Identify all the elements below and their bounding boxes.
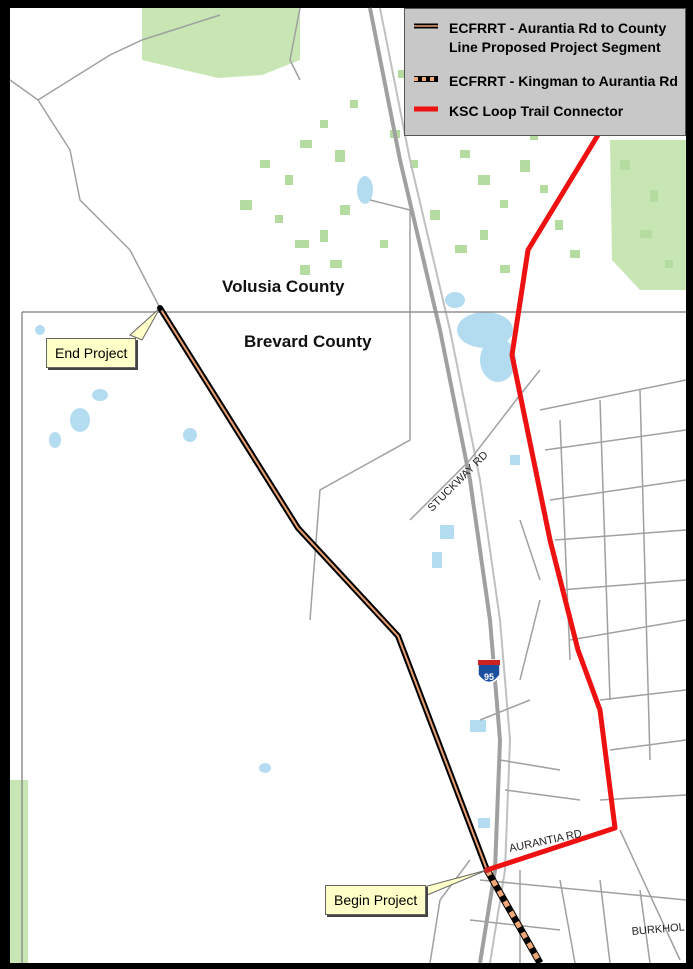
end-point-marker [157, 305, 163, 311]
map-legend: ECFRRT - Aurantia Rd to County Line Prop… [404, 8, 686, 136]
legend-label-kingman: ECFRRT - Kingman to Aurantia Rd [449, 73, 678, 89]
ksc-connector-swatch-icon [414, 106, 438, 112]
burkholm-rd-label: BURKHOL [631, 921, 685, 938]
end-project-label: End Project [55, 345, 128, 361]
forest-area [142, 8, 300, 78]
kingman-segment-swatch-icon [414, 76, 438, 82]
water-bodies [35, 176, 520, 828]
begin-point-marker [484, 867, 490, 873]
kingman-segment-dash [484, 868, 543, 965]
legend-item-ksc-connector: KSC Loop Trail Connector [413, 102, 623, 121]
legend-label-proposed-line2: Line Proposed Project Segment [449, 39, 661, 55]
map-background [10, 8, 686, 963]
end-project-callout: End Project [46, 338, 137, 368]
legend-label-proposed-line1: ECFRRT - Aurantia Rd to County [449, 20, 667, 36]
begin-project-label: Begin Project [334, 892, 418, 908]
begin-project-callout: Begin Project [325, 885, 427, 915]
end-callout-pointer [129, 307, 161, 341]
interstate-95-shield: 95 [477, 659, 501, 684]
interstate-number: 95 [484, 672, 494, 682]
proposed-segment-swatch-icon [414, 23, 438, 29]
forest-area [610, 140, 686, 290]
legend-item-proposed-segment: ECFRRT - Aurantia Rd to County Line Prop… [413, 19, 666, 57]
legend-label-ksc: KSC Loop Trail Connector [449, 103, 624, 119]
brevard-county-label: Brevard County [244, 332, 372, 351]
road-network [9, 7, 687, 964]
forest-area [10, 780, 28, 963]
proposed-segment-core [159, 307, 488, 871]
legend-item-kingman-segment: ECFRRT - Kingman to Aurantia Rd [413, 72, 678, 91]
volusia-county-label: Volusia County [222, 277, 345, 296]
ksc-loop-connector [486, 133, 618, 873]
